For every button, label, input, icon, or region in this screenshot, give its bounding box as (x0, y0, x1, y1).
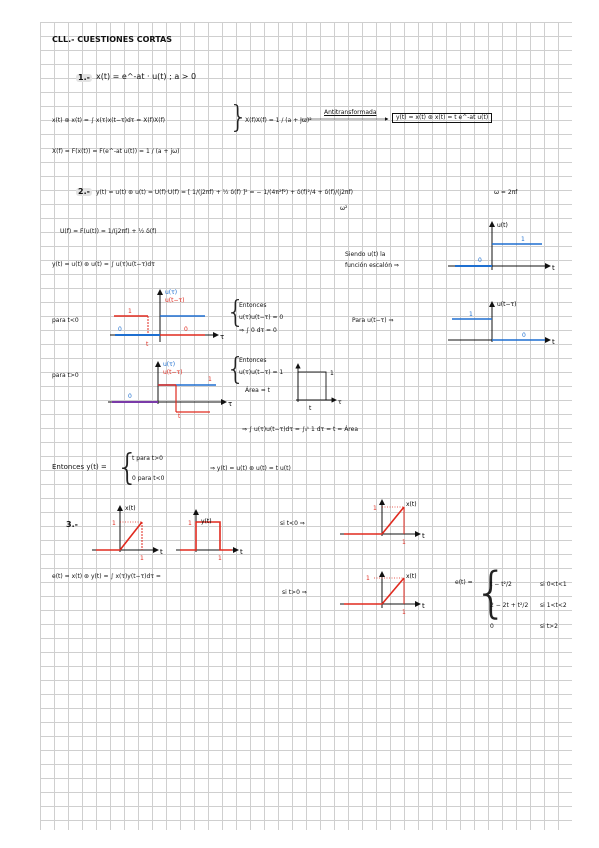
y-t-label: y(t) (201, 518, 212, 525)
brace: { (226, 295, 246, 330)
case-negative: 0 para t<0 (132, 475, 165, 482)
one-tick-label: 1 (402, 609, 406, 616)
x-t-label: x(t) (406, 573, 417, 580)
e-row-1-cond: si 0<t<1 (540, 581, 567, 588)
e-row-3-cond: si t>2 (540, 623, 558, 630)
q1-result-box: y(t) = x(t) ⊛ x(t) = t e^-at u(t) (392, 113, 493, 123)
tau-axis-label: τ (220, 333, 224, 341)
q1-transform: X(f) = F(x(t)) = F(e^-at u(t)) = 1 / (a … (52, 148, 180, 155)
e-row-2-expr: 2 − 2t + t²/2 (490, 602, 529, 609)
brace: } (229, 100, 249, 135)
one-tick-label: 1 (402, 539, 406, 546)
si-t-negative: si t<0 ⇒ (280, 520, 305, 527)
graph-si-t-negative: x(t) 1 1 t (340, 499, 425, 546)
t-tick-label: t (178, 413, 181, 420)
question-1-given: x(t) = e^-at · u(t) ; a > 0 (96, 72, 197, 81)
area-integral: ⇒ ∫ u(τ)u(t−τ)dτ = ∫₀ᵗ 1 dτ = t = Área (242, 426, 359, 433)
one-tick-label: 1 (218, 555, 222, 562)
u-t-tau-axis-label: u(t−τ) (497, 301, 516, 308)
one-tick-label: 1 (469, 311, 473, 318)
q2-uf: U(f) = F(u(t)) = 1/(j2πf) + ½ δ(f) (60, 228, 157, 235)
area-sketch: 1 t τ (295, 363, 342, 412)
entonces-1-product: u(τ)u(t−τ) = 0 (239, 314, 284, 321)
zero-tick-label: 0 (184, 326, 188, 333)
one-tick-label: 1 (140, 555, 144, 562)
q1-convolution: x(t) ⊛ x(t) = ∫ x(τ)x(t−τ)dτ = X(f)X(f) (52, 117, 166, 124)
one-tick-label: 1 (373, 505, 377, 512)
entonces-1-integral: ⇒ ∫ 0 dτ = 0 (239, 327, 277, 334)
question-1-number: 1.- (76, 73, 92, 82)
e-label: e(t) = (455, 579, 473, 586)
t-tick-label: t (309, 405, 312, 412)
q3-convolution: e(t) = x(t) ⊛ y(t) = ∫ x(τ)y(t−τ)dτ = (52, 573, 161, 580)
x-t-label: x(t) (406, 501, 417, 508)
area-label: Área = t (245, 387, 271, 394)
brace: { (226, 352, 246, 387)
zero-tick-label: 0 (118, 326, 122, 333)
t-axis-label: t (552, 264, 555, 272)
si-t-positive: si t>0 ⇒ (282, 589, 307, 596)
step-graph-u-t: u(t) 0 1 t (448, 221, 555, 272)
page-title: CLL.- CUESTIONES CORTAS (52, 35, 173, 44)
para-t-positive: para t>0 (52, 372, 79, 379)
u-tau-label: u(τ) (163, 361, 175, 368)
graph-x-t: x(t) 1 1 t (92, 505, 163, 562)
conclusion: ⇒ y(t) = u(t) ⊛ u(t) = t u(t) (210, 465, 291, 472)
e-row-1-expr: t − t²/2 (490, 581, 512, 588)
tau-axis-label: τ (338, 399, 342, 406)
graph-y-t: y(t) 1 1 t (176, 509, 243, 562)
t-axis-label: t (240, 548, 243, 556)
u-t-axis-label: u(t) (497, 222, 508, 229)
q2-yconv: y(t) = u(t) ⊛ u(t) = ∫ u(τ)u(t−τ)dτ (52, 261, 155, 268)
zero-tick-label: 0 (522, 332, 526, 339)
one-tick-label: 1 (366, 575, 370, 582)
q2-equation: y(t) = u(t) ⊛ u(t) = U(f)·U(f) = [ 1/(j2… (96, 189, 353, 196)
t-axis-label: t (422, 602, 425, 610)
entonces-y: Entonces y(t) = (52, 463, 107, 471)
entonces-2: Entonces (239, 357, 267, 364)
e-row-2-cond: si 1<t<2 (540, 602, 567, 609)
brace: { (474, 561, 509, 624)
x-t-label: x(t) (125, 505, 136, 512)
t-axis-label: t (552, 338, 555, 346)
entonces-1: Entonces (239, 302, 267, 309)
case-positive: t para t>0 (132, 455, 163, 462)
u-t-tau-label: u(t−τ) (165, 297, 184, 304)
question-2-number: 2.- (76, 187, 92, 196)
grid-paper (40, 22, 572, 830)
t-axis-label: t (422, 532, 425, 540)
q1-product: X(f)X(f) = 1 / (a + jω)² (245, 117, 312, 124)
graph-t-negative: u(τ) u(t−τ) 1 0 0 t τ (110, 289, 224, 348)
one-tick-label: 1 (521, 236, 525, 243)
omega-squared: ω² (340, 205, 348, 212)
para-u-t-tau: Para u(t−τ) ⇒ (352, 317, 394, 324)
one-tick-label: 1 (330, 370, 334, 377)
graph-si-t-positive: x(t) 1 1 t (340, 571, 425, 616)
t-tick-label: t (146, 341, 149, 348)
one-tick-label: 1 (208, 376, 212, 383)
question-3-number: 3.- (66, 520, 78, 529)
one-tick-label: 1 (128, 308, 132, 315)
entonces-2-product: u(τ)u(t−τ) = 1 (239, 369, 284, 376)
antitransform-label: Antitransformada (324, 109, 377, 116)
funcion-escalon-text: función escalón ⇒ (345, 262, 399, 269)
u-tau-label: u(τ) (165, 289, 177, 296)
para-t-negative: para t<0 (52, 317, 79, 324)
zero-tick-label: 0 (128, 393, 132, 400)
e-row-3-expr: 0 (490, 623, 494, 630)
graph-t-positive: u(τ) u(t−τ) 0 1 t τ (108, 361, 232, 420)
omega-definition: ω = 2πf (494, 189, 518, 196)
step-graph-u-t-tau: u(t−τ) 1 0 t (448, 301, 555, 346)
siendo-text: Siendo u(t) la (345, 251, 386, 258)
zero-tick-label: 0 (478, 257, 482, 264)
brace: { (116, 447, 139, 488)
u-t-tau-label: u(t−τ) (163, 369, 182, 376)
one-tick-label: 1 (188, 520, 192, 527)
one-tick-label: 1 (112, 520, 116, 527)
t-axis-label: t (160, 548, 163, 556)
tau-axis-label: τ (228, 400, 232, 408)
